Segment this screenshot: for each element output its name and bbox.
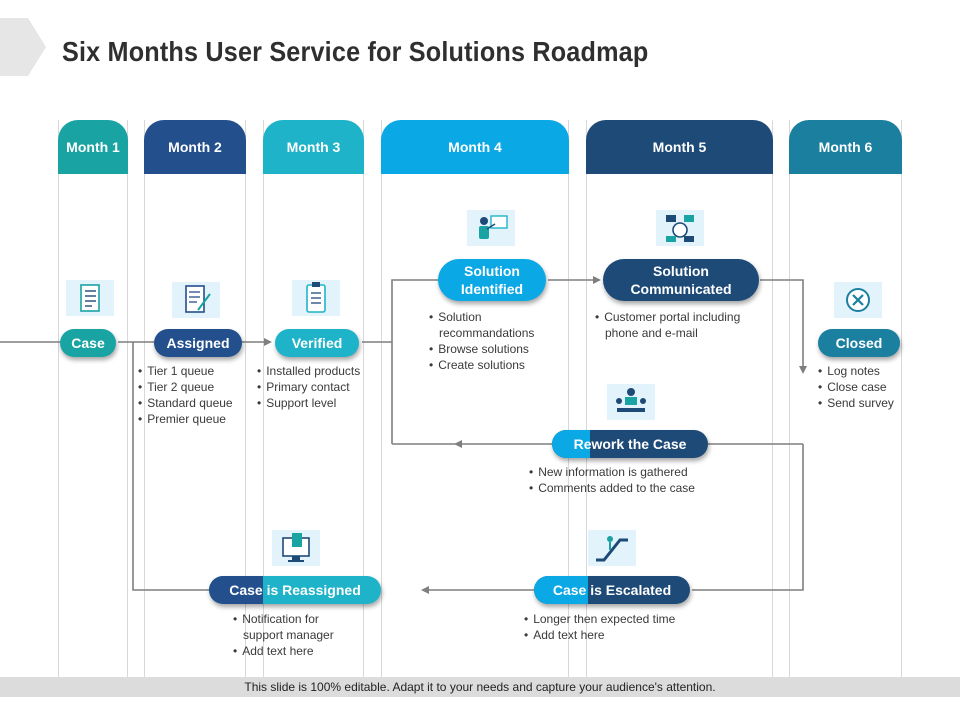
reassigned-bullets: Notification for support manager Add tex…: [233, 611, 334, 659]
bullet-item: Log notes: [818, 363, 894, 379]
bullet-item: Add text here: [233, 643, 334, 659]
step-solution-identified: Solution Identified: [438, 259, 546, 301]
bullet-item-continued: phone and e-mail: [605, 326, 698, 340]
bullet-item: Notification for: [233, 611, 334, 627]
step-reassigned: Case is Reassigned: [209, 576, 381, 604]
bullet-item: Comments added to the case: [529, 480, 695, 496]
month-2-header: Month 2: [144, 120, 246, 174]
footer-note: This slide is 100% editable. Adapt it to…: [0, 677, 960, 697]
signed-document-icon: [172, 282, 220, 318]
document-list-icon: [66, 280, 114, 316]
escalator-icon: [588, 530, 636, 566]
step-rework: Rework the Case: [552, 430, 708, 458]
connector-escalation-path: [692, 444, 804, 591]
rework-bullets: New information is gathered Comments add…: [529, 464, 695, 496]
connector-verified-solution: [362, 279, 438, 343]
bullet-item: Solution: [429, 309, 534, 325]
step-case: Case: [60, 329, 116, 357]
bullet-item: Add text here: [524, 627, 675, 643]
step-rework-label: Rework the Case: [573, 436, 687, 452]
bullet-item-continued: support manager: [243, 628, 334, 642]
step-solution-identified-line-2: Identified: [460, 281, 524, 297]
clipboard-checklist-icon: [292, 280, 340, 316]
close-circle-icon: [834, 282, 882, 318]
month-6-header: Month 6: [789, 120, 902, 174]
step-case-label: Case: [71, 335, 105, 351]
bullet-item: Primary contact: [257, 379, 360, 395]
step-rework-accent: [552, 430, 590, 458]
bullet-item: Create solutions: [429, 357, 534, 373]
title-tab-decoration: [0, 18, 46, 76]
presenter-board-icon: [467, 210, 515, 246]
step-reassigned-label: Case is Reassigned: [229, 582, 361, 598]
step-verified-label: Verified: [291, 335, 343, 351]
step-escalated: Case is Escalated: [534, 576, 690, 604]
step-assigned: Assigned: [154, 329, 242, 357]
assigned-bullets: Tier 1 queue Tier 2 queue Standard queue…: [138, 363, 233, 427]
team-meeting-icon: [607, 384, 655, 420]
step-assigned-label: Assigned: [166, 335, 230, 351]
bullet-item: Standard queue: [138, 395, 232, 411]
bullet-item: Support level: [257, 395, 360, 411]
escalated-bullets: Longer then expected time Add text here: [524, 611, 675, 643]
step-reassigned-accent: [209, 576, 263, 604]
bullet-item: Tier 1 queue: [138, 363, 233, 379]
step-closed: Closed: [818, 329, 900, 357]
computer-document-icon: [272, 530, 320, 566]
bullet-item: New information is gathered: [529, 464, 695, 480]
bullet-item: Tier 2 queue: [138, 379, 233, 395]
bullet-item: Installed products: [257, 363, 360, 379]
step-solution-communicated-line-1: Solution: [653, 263, 709, 279]
month-1-header: Month 1: [58, 120, 128, 174]
step-verified: Verified: [275, 329, 359, 357]
page-title: Six Months User Service for Solutions Ro…: [62, 36, 649, 67]
connector-reassigned-assigned: [132, 342, 209, 591]
step-escalated-accent: [534, 576, 588, 604]
bullet-item: Customer portal including: [595, 309, 740, 325]
step-solution-communicated-line-2: Communicated: [630, 281, 732, 297]
bullet-item: Longer then expected time: [524, 611, 675, 627]
month-3-header: Month 3: [263, 120, 364, 174]
bullet-item: Browse solutions: [429, 341, 534, 357]
communication-network-icon: [656, 210, 704, 246]
verified-bullets: Installed products Primary contact Suppo…: [257, 363, 360, 411]
bullet-item: Close case: [818, 379, 894, 395]
bullet-item: Send survey: [818, 395, 894, 411]
solution-identified-bullets: Solution recommandations Browse solution…: [429, 309, 534, 373]
step-escalated-label: Case is Escalated: [552, 582, 672, 598]
step-solution-communicated: Solution Communicated: [603, 259, 759, 301]
step-closed-label: Closed: [835, 335, 883, 351]
connector-communicated-closed: [760, 279, 807, 374]
closed-bullets: Log notes Close case Send survey: [818, 363, 894, 411]
month-4-header: Month 4: [381, 120, 569, 174]
month-5-header: Month 5: [586, 120, 773, 174]
step-solution-identified-line-1: Solution: [464, 263, 520, 279]
bullet-item-continued: recommandations: [439, 326, 535, 340]
solution-communicated-bullets: Customer portal including phone and e-ma…: [595, 309, 740, 341]
bullet-item: Premier queue: [138, 411, 233, 427]
